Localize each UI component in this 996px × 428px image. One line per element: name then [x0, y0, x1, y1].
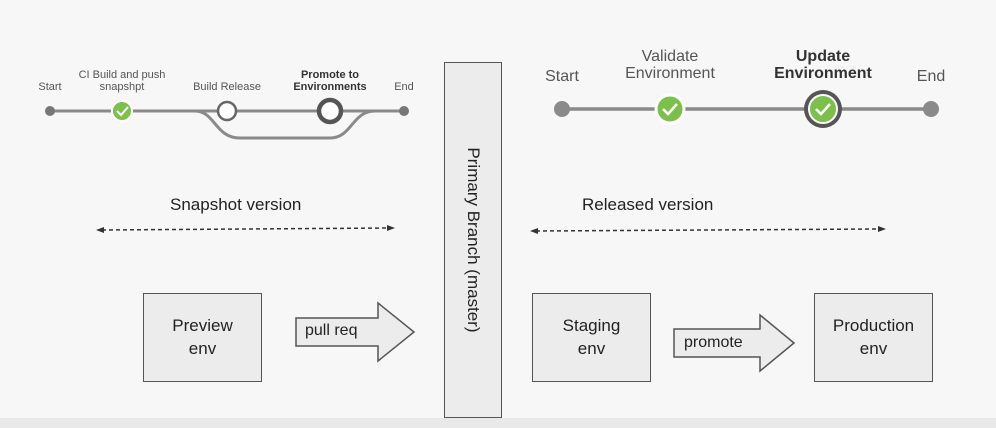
- update-node: [808, 94, 838, 124]
- promote-node: [316, 97, 344, 125]
- primary-branch-bar: [444, 62, 502, 418]
- snapshot-start-label: Start: [38, 81, 62, 93]
- preview-env-label: Preview env: [172, 316, 233, 358]
- released-span-arrow: [535, 228, 880, 232]
- released-version-label: Released version: [582, 195, 714, 214]
- staging-env-box: Staging env: [532, 293, 651, 382]
- ci-build-label: CI Build and push snapshpt: [78, 69, 166, 93]
- production-env-label: Production env: [832, 316, 915, 358]
- arrowhead-right: [878, 226, 886, 232]
- released-start-label: Start: [545, 68, 579, 85]
- promote-label: Promote to Environments: [293, 69, 367, 93]
- preview-env-box: Preview env: [143, 293, 262, 382]
- snapshot-end-node: [399, 106, 409, 116]
- snapshot-version-label: Snapshot version: [170, 195, 302, 214]
- promote-label-text: promote: [684, 334, 743, 351]
- check-icon: [116, 106, 129, 117]
- validate-label: Validate Environment: [625, 48, 715, 82]
- check-icon: [662, 103, 678, 116]
- ci-build-node: [111, 100, 133, 122]
- snapshot-start-node: [45, 106, 55, 116]
- pull-req-label: pull req: [305, 322, 358, 339]
- validate-node: [654, 93, 686, 125]
- promote-arrow: [673, 313, 796, 373]
- primary-branch-label: Primary Branch (master): [464, 147, 483, 333]
- pull-req-arrow: [295, 301, 416, 363]
- bottom-strip: [0, 418, 996, 428]
- released-end-node: [923, 101, 939, 117]
- snapshot-span-arrow: [101, 227, 390, 231]
- snapshot-end-label: End: [394, 81, 414, 93]
- build-release-node: [216, 100, 238, 122]
- update-label: Update Environment: [774, 48, 872, 82]
- build-release-label: Build Release: [193, 81, 261, 93]
- staging-env-label: Staging env: [562, 316, 621, 358]
- arrowhead-left: [96, 227, 104, 233]
- released-end-label: End: [916, 68, 946, 85]
- arrowhead-left: [530, 228, 538, 234]
- check-icon: [815, 103, 831, 116]
- released-start-node: [554, 101, 570, 117]
- snapshot-track-branch: [194, 109, 376, 140]
- production-env-box: Production env: [814, 293, 933, 382]
- arrowhead-right: [387, 225, 395, 231]
